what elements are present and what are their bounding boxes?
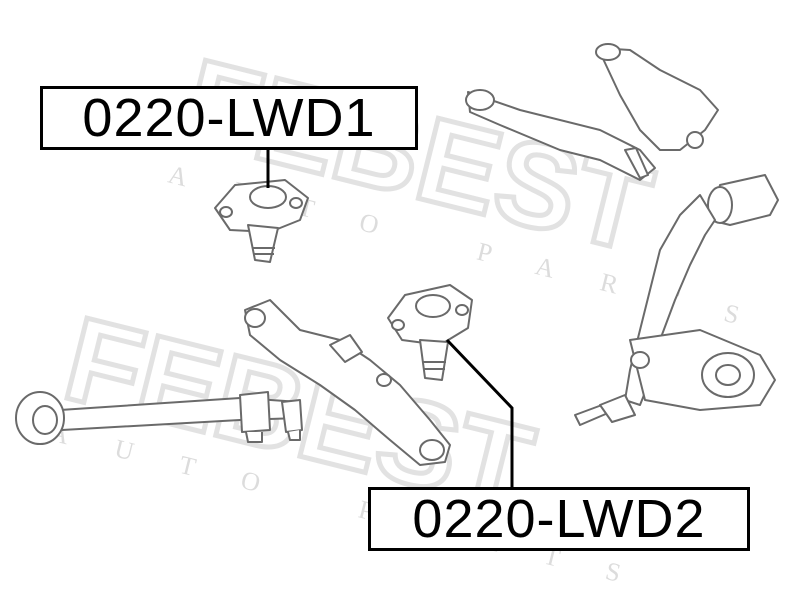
upper-control-arm: [465, 43, 719, 181]
steering-knuckle: [574, 174, 779, 426]
lower-control-arm: [244, 299, 451, 466]
leader-lines: [266, 150, 514, 488]
part-label-lwd2: 0220-LWD2: [368, 487, 750, 551]
lateral-link: [15, 391, 303, 445]
leader-line-lwd2: [445, 338, 514, 488]
watermark-bottom: FEBEST AUTO PARTS: [47, 289, 670, 599]
ball-joint-lwd2: [387, 284, 473, 381]
part-label-lwd1: 0220-LWD1: [40, 86, 418, 150]
ball-joint-lwd1: [214, 179, 309, 263]
